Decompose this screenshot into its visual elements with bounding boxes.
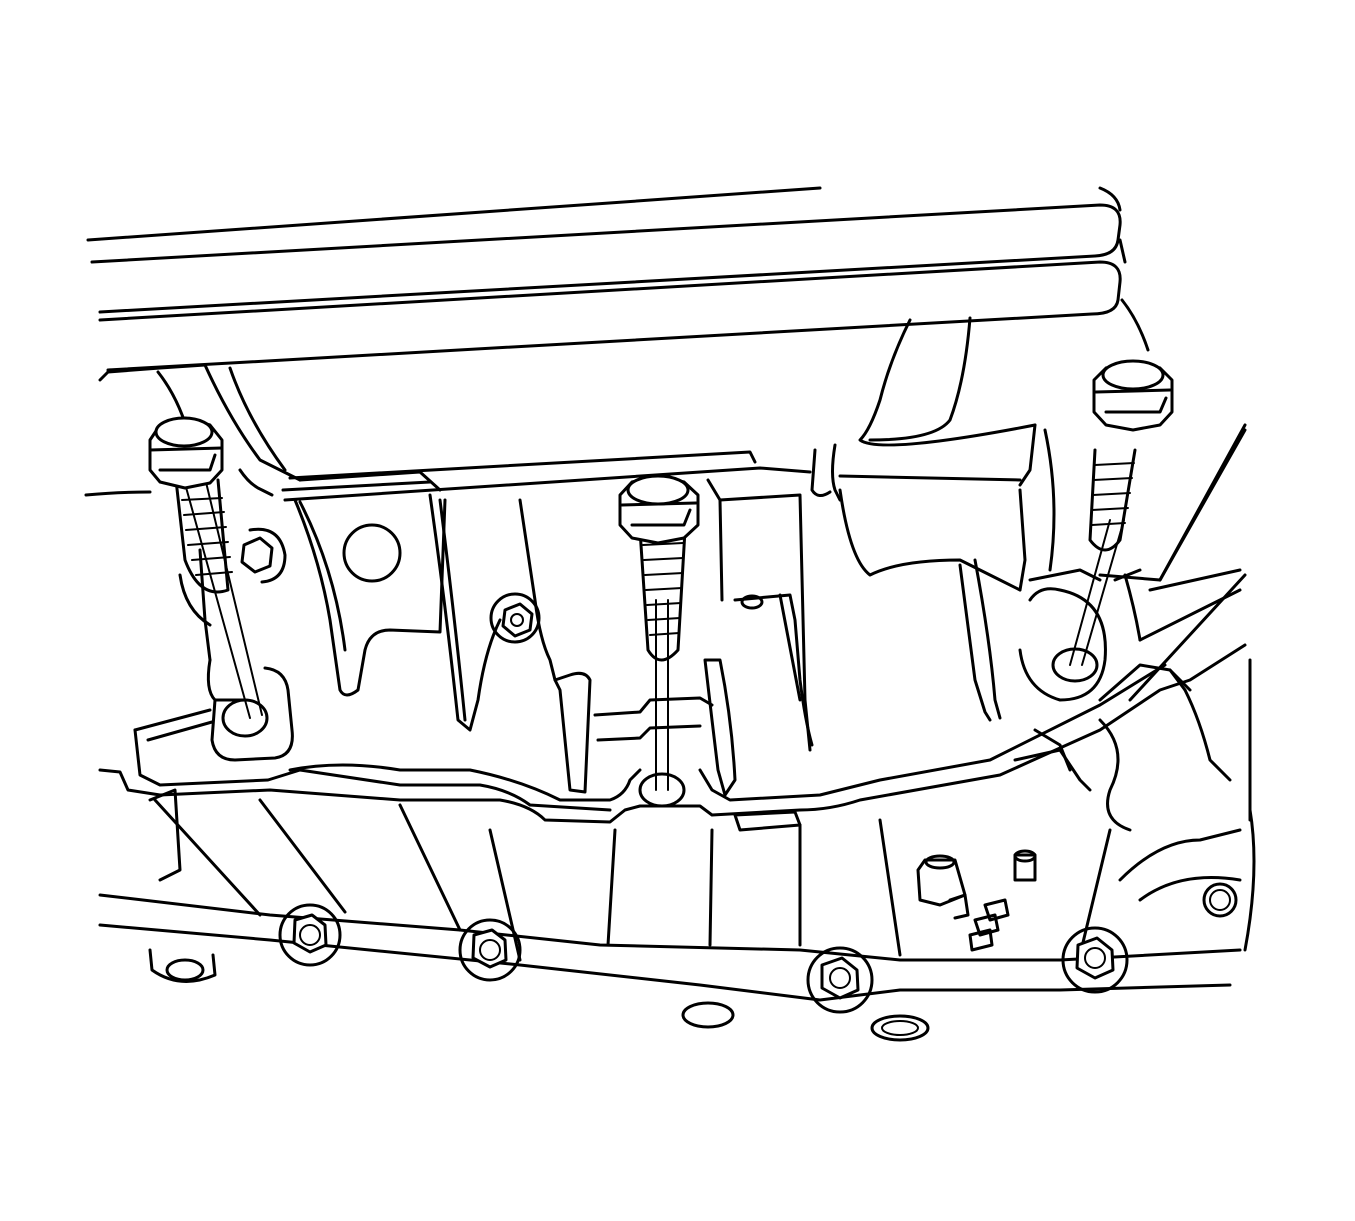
oil-pan-flange [98, 643, 1247, 882]
right-side-structure [1113, 423, 1252, 822]
installed-bolts [278, 903, 1129, 1014]
pan-bolt-4 [1061, 926, 1129, 994]
removed-bolt-right [1051, 359, 1174, 683]
pan-bolt-2 [458, 918, 522, 982]
lower-pan [98, 798, 1256, 1042]
upper-housing [84, 186, 1150, 497]
case-body [156, 316, 1247, 797]
removed-bolt-left [148, 416, 269, 738]
pan-bolt-3 [806, 946, 874, 1014]
pan-bolt-1 [278, 903, 342, 967]
removed-bolt-centre [618, 474, 700, 808]
